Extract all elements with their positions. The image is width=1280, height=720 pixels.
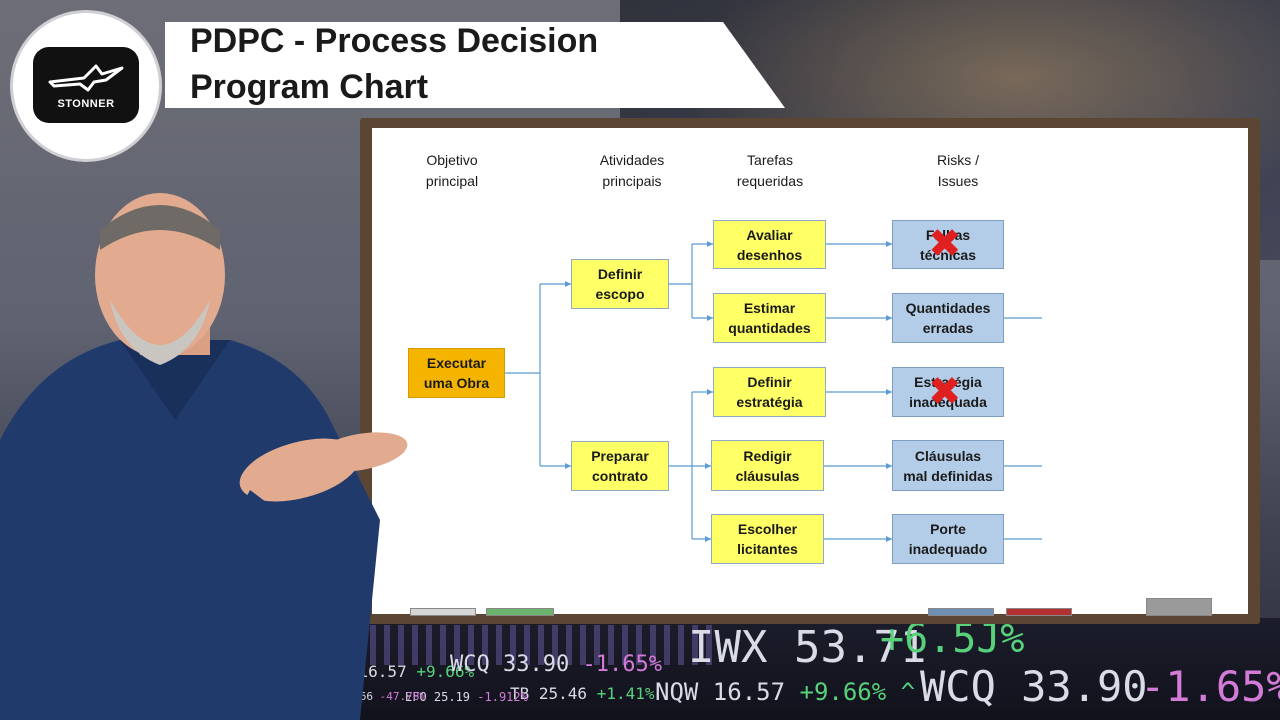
logo-text: STONNER [57,98,115,110]
header-objective: Objetivo principal [382,150,522,192]
header-tasks-line: requeridas [736,173,804,189]
node-risk-porte-inadequado: Porte inadequado [892,514,1004,564]
node-text: Quantidades [905,300,991,316]
node-text: Definir [597,266,643,282]
node-text: Cláusulas [914,447,982,464]
header-tasks: Tarefas requeridas [700,150,840,192]
ticker-big-4: -1.65% [1140,662,1280,711]
node-task-redigir-clausulas: Redigir cláusulas [711,440,824,491]
cross-mark-icon: ✖ [928,221,962,267]
node-text: estratégia [736,394,803,410]
page-title-line-2: Program Chart [190,68,429,106]
node-risk-falhas-tecnicas: Falhas técnicas [892,220,1004,269]
node-text: Preparar [591,448,649,464]
header-activities: Atividades principais [562,150,702,192]
cross-mark-icon: ✖ [928,369,962,415]
node-task-estimar-quantidades: Estimar quantidades [713,293,826,343]
node-task-definir-estrategia: Definir estratégia [713,367,826,417]
ticker-small-5: EFO 25.19 -1.912% [405,690,528,704]
node-text: contrato [592,468,648,484]
node-text: inadequada [909,394,987,410]
ticker-small-2: WCQ 33.90 -1.65% [450,652,662,677]
board-tab [928,608,994,616]
node-text: Escolher [737,521,798,537]
node-text: escopo [595,286,645,302]
node-text: cláusulas [735,467,800,484]
node-text: Porte [930,521,966,537]
logo: STONNER [33,47,139,123]
node-text: Falhas [925,226,971,243]
header-risks: Risks / Issues [888,150,1028,192]
ticker-small-4: TB 25.46 +1.41% [510,684,655,703]
node-text: Avaliar [746,226,793,243]
node-text: Estratégia [914,374,982,390]
node-risk-clausulas-mal-definidas: Cláusulas mal definidas [892,440,1004,491]
node-text: Definir [747,374,792,390]
header-activities-line: Atividades [599,152,665,168]
node-text: Estimar [743,300,796,316]
header-risks-line: Risks / [937,152,979,168]
bird-logo-icon [48,64,124,92]
node-text: uma Obra [423,375,490,391]
presenter [0,193,408,720]
node-text: desenhos [736,246,803,263]
node-task-avaliar-desenhos: Avaliar desenhos [713,220,826,269]
node-task-escolher-licitantes: Escolher licitantes [711,514,824,564]
node-activity-preparar-contrato: Preparar contrato [571,441,669,491]
background-stock-ticker [300,618,1280,720]
title-banner [165,22,785,108]
node-activity-definir-escopo: Definir escopo [571,259,669,309]
ticker-big-1: IWX 53.71 [688,622,927,673]
node-risk-quantidades-erradas: Quantidades erradas [892,293,1004,343]
node-text: mal definidas [903,467,993,484]
node-text: erradas [922,320,974,336]
ticker-big-3: WCQ 33.90 [920,662,1148,711]
node-text: Redigir [743,447,792,464]
header-objective-line: principal [425,173,479,189]
node-text: inadequado [908,541,988,557]
board-tab [1006,608,1072,616]
page-title-line-1: PDPC - Process Decision [190,22,599,60]
background-chart-bars [300,625,720,665]
node-text: Executar [426,355,487,371]
board-tab [1146,598,1212,616]
header-activities-line: principais [602,173,662,189]
node-text: quantidades [728,320,811,336]
header-objective-line: Objetivo [426,152,478,168]
header-risks-line: Issues [937,173,979,189]
board-tab [410,608,476,616]
header-tasks-line: Tarefas [747,152,793,168]
node-text: técnicas [919,246,977,263]
node-root: Executar uma Obra [408,348,505,398]
node-text: licitantes [737,541,798,557]
ticker-small-3: NQW 16.57 +9.66% ^ [655,678,916,706]
node-risk-estrategia-inadequada: Estratégia inadequada [892,367,1004,417]
board-tab [486,608,554,616]
